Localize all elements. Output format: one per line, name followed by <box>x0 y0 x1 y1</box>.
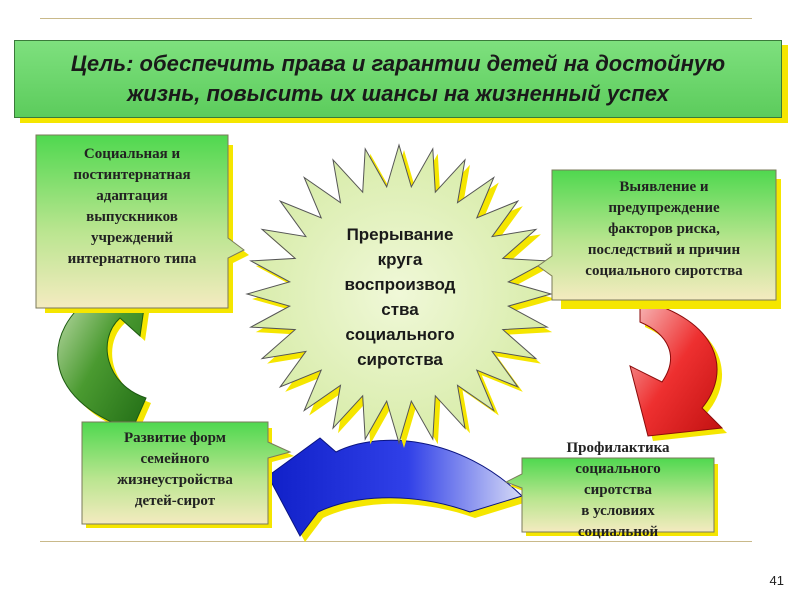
page-number: 41 <box>769 573 784 588</box>
box-line: выпускников <box>86 209 178 225</box>
box-line: социального <box>575 461 661 477</box>
box-top-right <box>537 169 781 309</box>
red-cycle-arrow <box>629 299 727 441</box>
box-line: последствий и причин <box>587 242 741 258</box>
box-line: жизнеустройства <box>117 472 233 488</box>
center-line: социального <box>345 325 455 344</box>
center-line: сиротства <box>357 350 443 369</box>
bottom-rule <box>40 541 752 542</box>
box-line: адаптация <box>96 188 168 204</box>
box-line: семейного <box>140 451 210 467</box>
box-top-left <box>35 134 249 313</box>
center-starburst <box>245 143 556 448</box>
box-line: предупреждение <box>608 200 720 216</box>
box-line: социальной <box>577 524 659 540</box>
blue-cycle-arrow <box>267 437 527 542</box>
box-line: сиротства <box>583 482 653 498</box>
box-line: Профилактика <box>566 440 670 456</box>
box-line: детей-сирот <box>134 493 216 509</box>
goal-banner: Цель: обеспечить права и гарантии детей … <box>14 40 782 118</box>
box-bottom-right-text: Профилактика социального сиротства в усл… <box>520 438 716 543</box>
box-line: учреждений <box>90 230 173 246</box>
box-bottom-left-text: Развитие форм семейного жизнеустройства … <box>82 428 268 512</box>
center-line: воспроизвод <box>344 275 456 294</box>
box-line: в условиях <box>581 503 655 519</box>
box-line: постинтернатная <box>73 167 191 183</box>
center-line: круга <box>377 250 423 269</box>
box-bottom-left <box>81 421 294 528</box>
box-top-right-text: Выявление и предупреждение факторов риск… <box>552 177 776 282</box>
center-line: Прерывание <box>346 225 454 244</box>
center-line: ства <box>381 300 419 319</box>
box-top-left-text: Социальная и постинтернатная адаптация в… <box>36 144 228 270</box>
center-text: Прерывание круга воспроизвод ства социал… <box>318 222 482 372</box>
box-line: Развитие форм <box>123 430 227 446</box>
box-line: интернатного типа <box>67 251 197 267</box>
box-bottom-right <box>504 457 718 536</box>
box-line: Выявление и <box>619 179 709 195</box>
box-line: социального сиротства <box>585 263 743 279</box>
goal-text: Цель: обеспечить права и гарантии детей … <box>70 51 726 106</box>
box-line: Социальная и <box>83 146 181 162</box>
top-rule <box>40 18 752 19</box>
box-line: факторов риска, <box>608 221 720 237</box>
